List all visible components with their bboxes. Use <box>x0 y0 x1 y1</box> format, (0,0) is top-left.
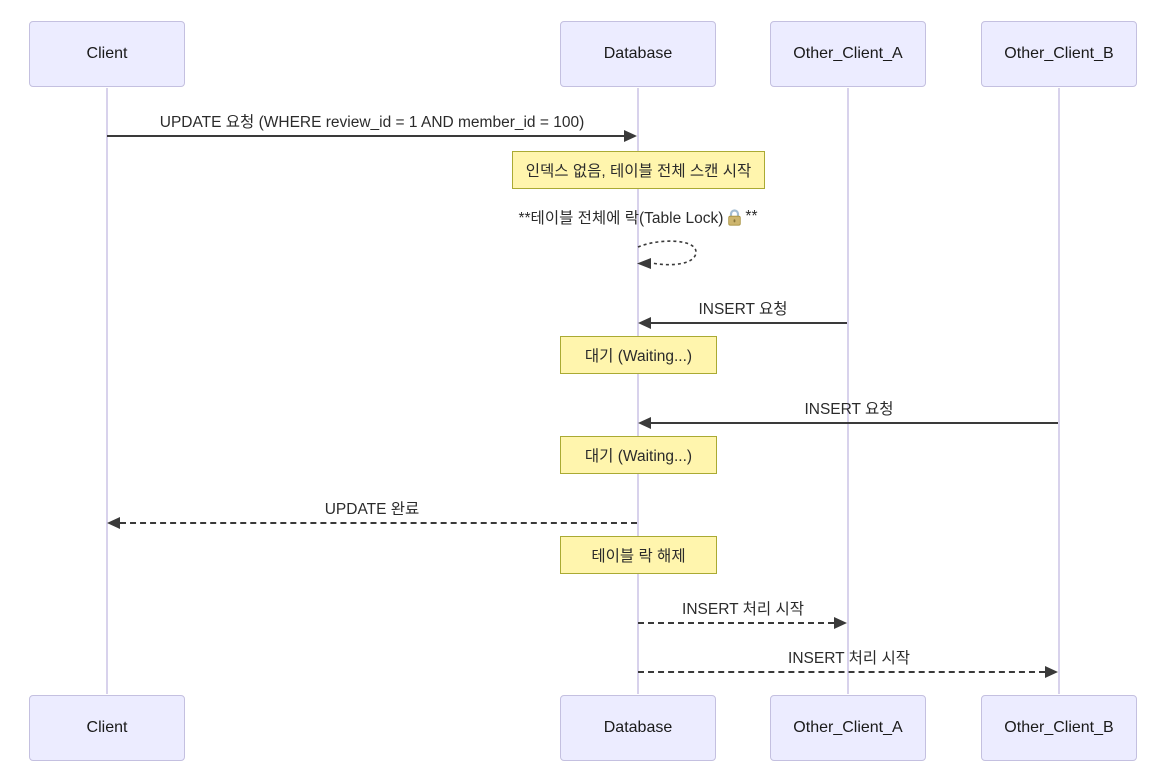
lifeline-client <box>106 88 108 694</box>
arrowhead-right-icon <box>834 617 847 629</box>
message-label-insert-request-b: INSERT 요청 <box>804 401 894 418</box>
actor-label: Other_Client_B <box>1004 719 1114 736</box>
actor-top-client: Client <box>29 21 185 87</box>
note-label: 인덱스 없음, 테이블 전체 스캔 시작 <box>525 163 752 180</box>
actor-top-database: Database <box>560 21 716 87</box>
message-line-update-done <box>120 522 637 524</box>
message-label-update-request: UPDATE 요청 (WHERE review_id = 1 AND membe… <box>159 114 585 131</box>
self-loop-arrow <box>637 240 697 269</box>
actor-label: Other_Client_A <box>793 45 903 62</box>
arrowhead-left-icon <box>638 317 651 329</box>
message-label-insert-start-b: INSERT 처리 시작 <box>788 650 910 667</box>
actor-label: Database <box>603 45 673 62</box>
lifeline-other-client-a <box>847 88 849 694</box>
actor-bottom-database: Database <box>560 695 716 761</box>
actor-label: Client <box>86 719 128 736</box>
note-waiting-1: 대기 (Waiting...) <box>560 336 717 374</box>
actor-bottom-other-client-b: Other_Client_B <box>981 695 1137 761</box>
message-label-insert-request-a: INSERT 요청 <box>698 301 788 318</box>
note-label: 대기 (Waiting...) <box>584 348 693 365</box>
actor-label: Database <box>603 719 673 736</box>
lock-icon <box>728 208 741 226</box>
note-waiting-2: 대기 (Waiting...) <box>560 436 717 474</box>
arrowhead-right-icon <box>1045 666 1058 678</box>
actor-label: Other_Client_B <box>1004 45 1114 62</box>
self-message-prefix: **테이블 전체에 락(Table Lock) <box>518 210 724 227</box>
actor-bottom-client: Client <box>29 695 185 761</box>
lifeline-database <box>637 88 639 694</box>
arrowhead-left-icon <box>107 517 120 529</box>
message-line-insert-start-b <box>638 671 1045 673</box>
actor-top-other-client-a: Other_Client_A <box>770 21 926 87</box>
message-line-insert-start-a <box>638 622 834 624</box>
note-label: 대기 (Waiting...) <box>584 448 693 465</box>
note-label: 테이블 락 해제 <box>591 548 686 565</box>
arrowhead-left-icon <box>638 417 651 429</box>
lifeline-other-client-b <box>1058 88 1060 694</box>
arrowhead-right-icon <box>624 130 637 142</box>
message-line-update-request <box>107 135 626 137</box>
message-label-insert-start-a: INSERT 처리 시작 <box>682 601 804 618</box>
message-line-insert-request-a <box>651 322 847 324</box>
message-line-insert-request-b <box>651 422 1058 424</box>
actor-top-other-client-b: Other_Client_B <box>981 21 1137 87</box>
self-message-suffix: ** <box>745 208 758 225</box>
actor-label: Client <box>86 45 128 62</box>
self-message-table-lock: **테이블 전체에 락(Table Lock) ** <box>518 206 757 228</box>
actor-label: Other_Client_A <box>793 719 903 736</box>
message-label-update-done: UPDATE 완료 <box>324 501 420 518</box>
actor-bottom-other-client-a: Other_Client_A <box>770 695 926 761</box>
note-full-scan: 인덱스 없음, 테이블 전체 스캔 시작 <box>512 151 765 189</box>
note-lock-release: 테이블 락 해제 <box>560 536 717 574</box>
